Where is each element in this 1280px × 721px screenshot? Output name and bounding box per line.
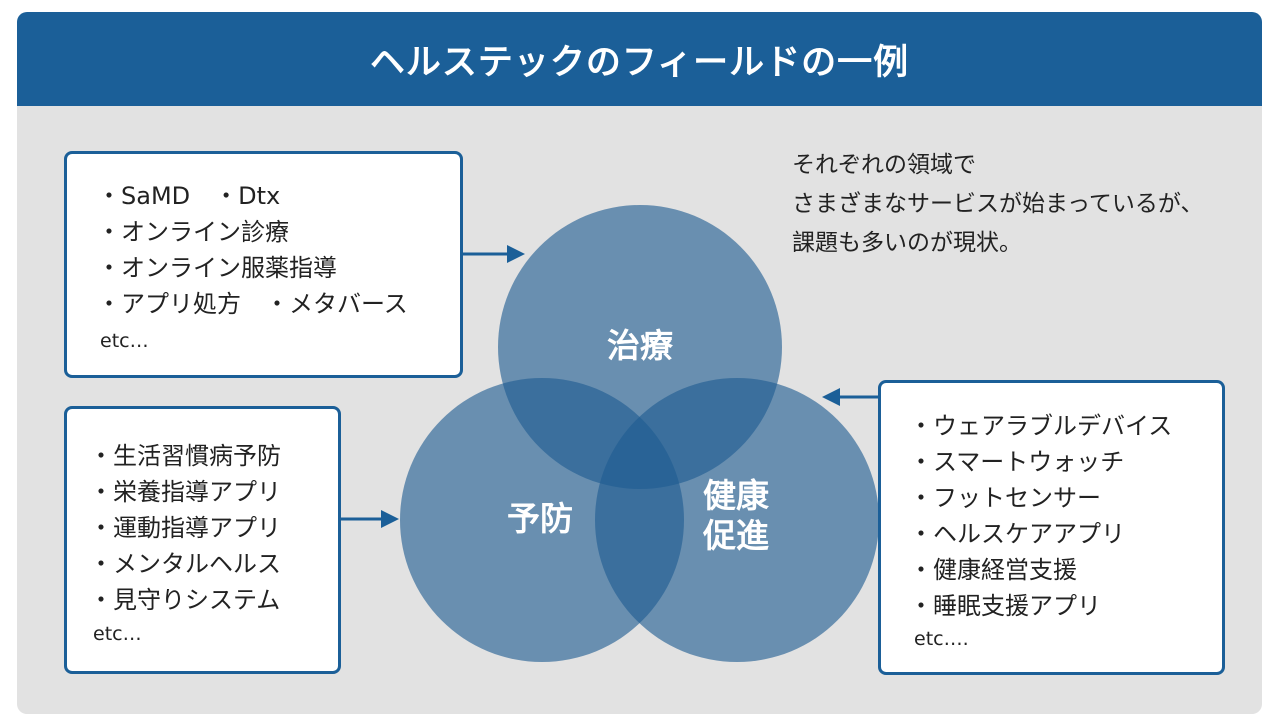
list-item: ・生活習慣病予防 xyxy=(89,442,281,470)
summary-note: それぞれの領域で さまざまなサービスが始まっているが、 課題も多いのが現状。 xyxy=(792,146,1203,263)
diagram-title: ヘルステックのフィールドの一例 xyxy=(369,42,910,83)
list-item: ・睡眠支援アプリ xyxy=(909,592,1101,620)
label-health-line1: 健康 xyxy=(703,476,769,515)
list-item: ・健康経営支援 xyxy=(909,556,1077,584)
title-banner: ヘルステックのフィールドの一例 xyxy=(17,12,1262,106)
list-item: ・フットセンサー xyxy=(909,484,1101,512)
circle-health xyxy=(595,378,879,662)
list-item: ・栄養指導アプリ xyxy=(89,478,281,506)
list-item: ・見守りシステム xyxy=(89,586,281,614)
arrowhead-health xyxy=(822,388,840,406)
note-line: 課題も多いのが現状。 xyxy=(792,230,1022,256)
treatment-box: ・SaMD ・Dtx ・オンライン診療 ・オンライン服薬指導 ・アプリ処方 ・メ… xyxy=(64,151,463,378)
circle-prevention xyxy=(400,378,684,662)
arrowhead-prevention xyxy=(381,510,399,528)
etc-text: etc… xyxy=(100,330,149,352)
prevention-box: ・生活習慣病予防 ・栄養指導アプリ ・運動指導アプリ ・メンタルヘルス ・見守り… xyxy=(64,406,341,674)
list-item: ・ヘルスケアアプリ xyxy=(909,520,1125,548)
health-box: ・ウェアラブルデバイス ・スマートウォッチ ・フットセンサー ・ヘルスケアアプリ… xyxy=(878,380,1225,675)
list-item: ・オンライン診療 xyxy=(97,218,289,246)
note-line: それぞれの領域で xyxy=(792,152,976,178)
list-item: ・ウェアラブルデバイス xyxy=(909,412,1173,440)
etc-text: etc… xyxy=(93,623,142,645)
list-item: ・SaMD ・Dtx xyxy=(97,182,281,210)
label-prevention: 予防 xyxy=(507,499,573,538)
arrowhead-treatment xyxy=(507,245,525,263)
etc-text: etc…. xyxy=(914,628,969,650)
list-item: ・スマートウォッチ xyxy=(909,448,1125,476)
list-item: ・アプリ処方 ・メタバース xyxy=(97,290,408,318)
label-treatment: 治療 xyxy=(607,326,673,365)
note-line: さまざまなサービスが始まっているが、 xyxy=(792,191,1204,217)
label-health: 健康 促進 xyxy=(686,476,786,556)
list-item: ・オンライン服薬指導 xyxy=(97,254,337,282)
list-item: ・運動指導アプリ xyxy=(89,514,281,542)
label-health-line2: 促進 xyxy=(703,516,769,555)
list-item: ・メンタルヘルス xyxy=(89,550,281,578)
